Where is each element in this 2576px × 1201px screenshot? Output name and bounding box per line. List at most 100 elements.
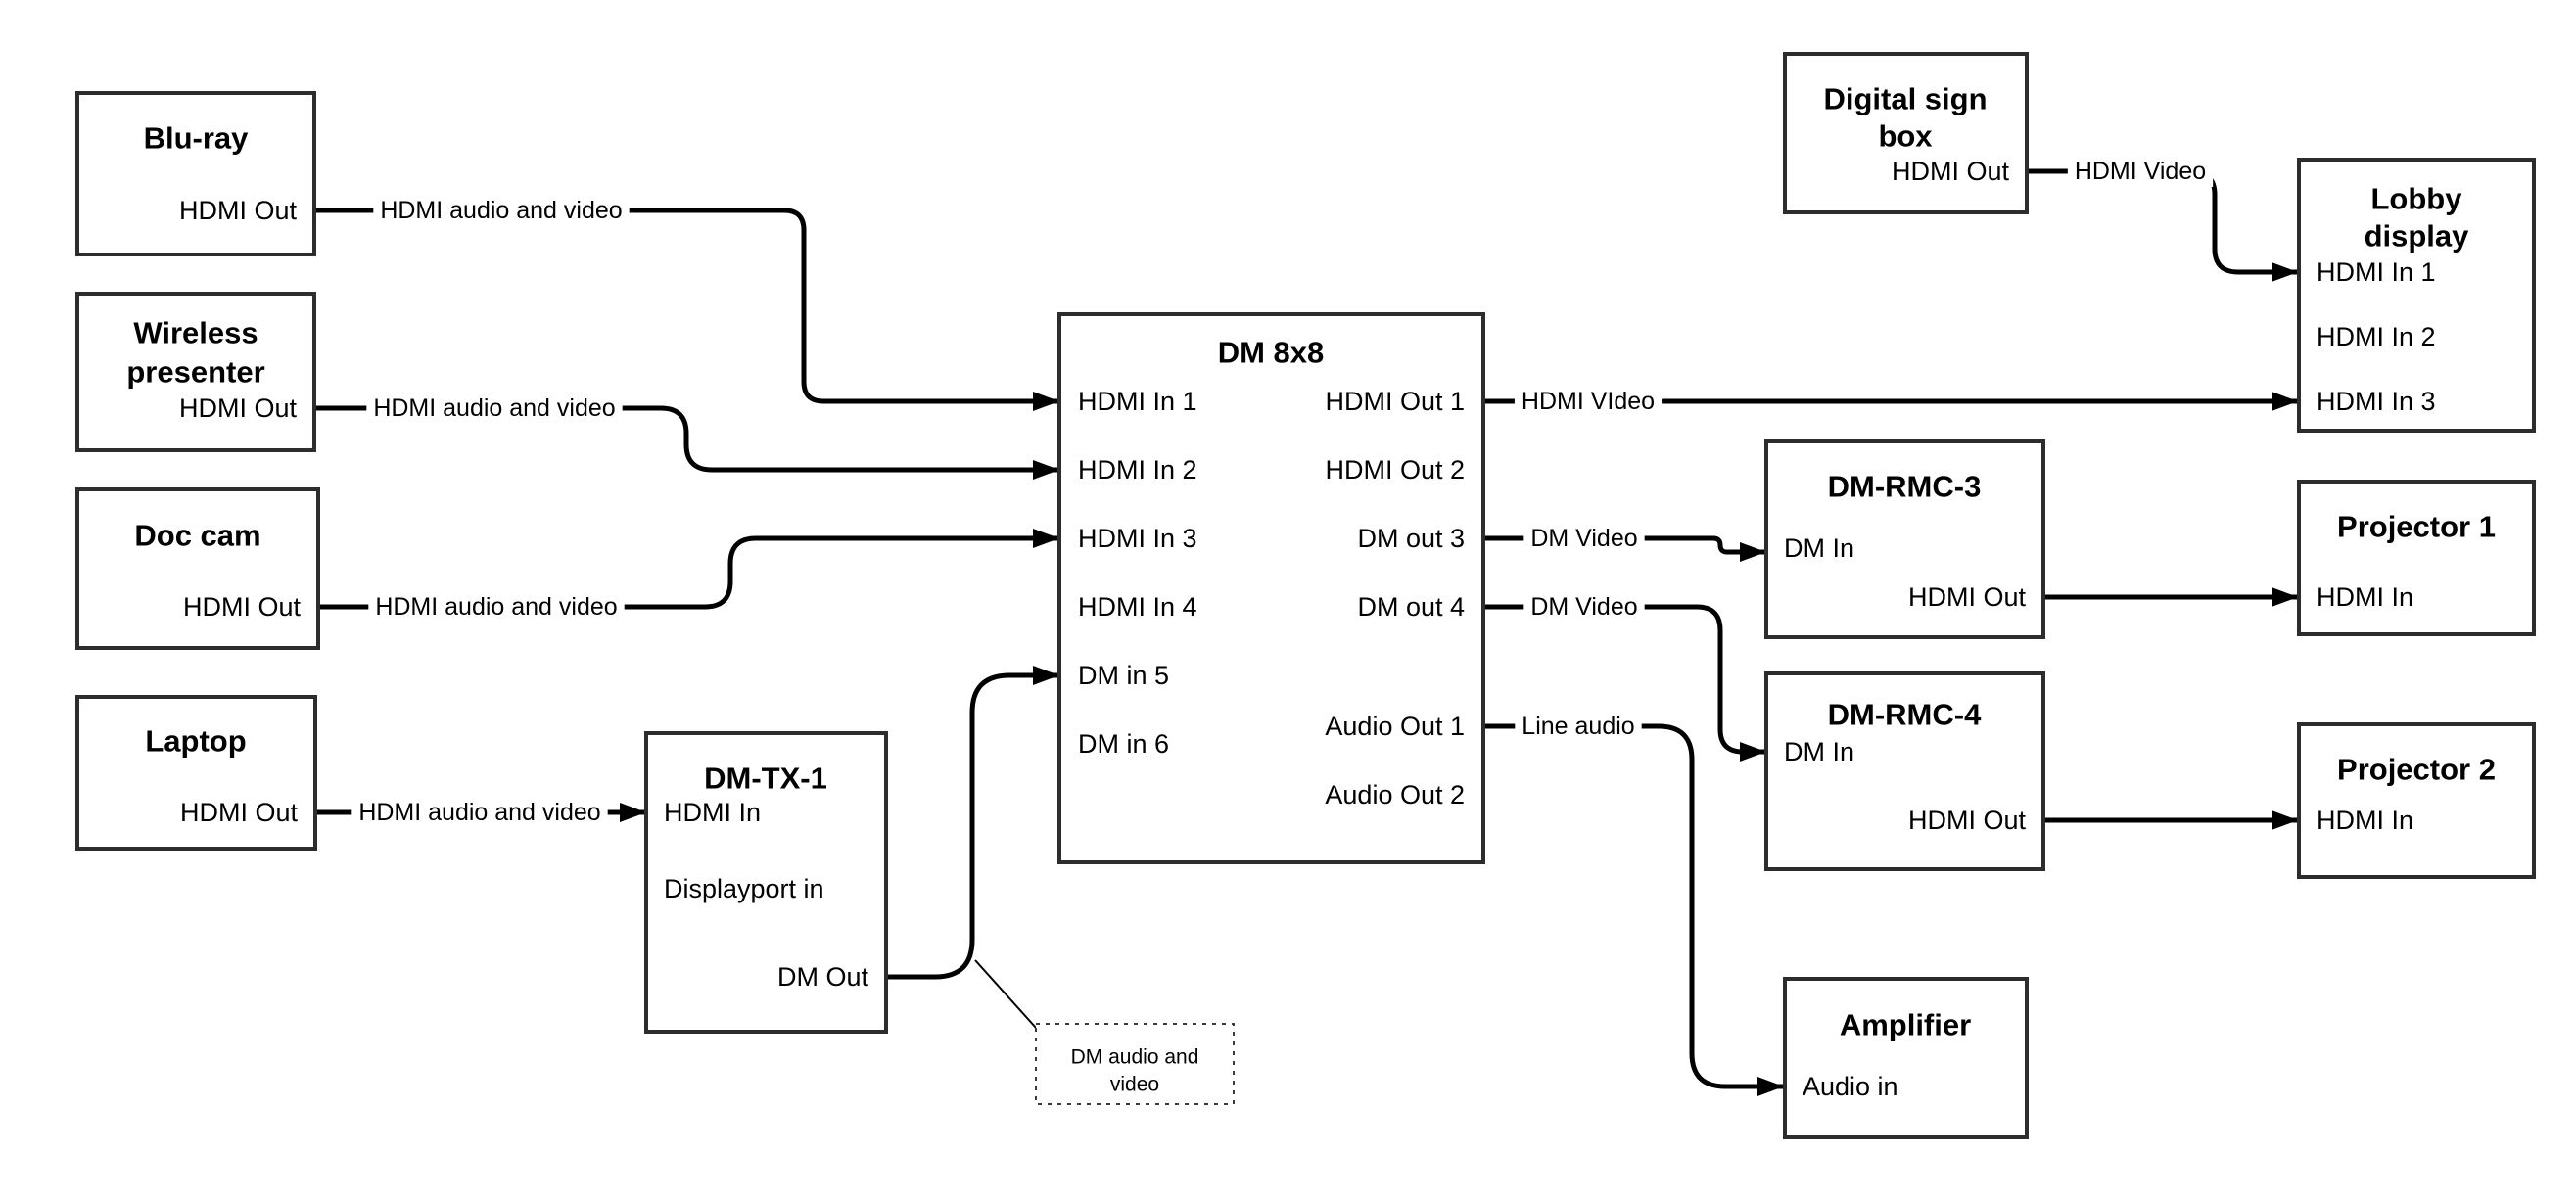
edge-doc-cam-to-dm-8x8-in3-label: HDMI audio and video: [375, 593, 617, 621]
node-blu-ray-port-hdmi-out: HDMI Out: [179, 196, 298, 225]
node-dm-8x8-port-audio-out-1: Audio Out 1: [1325, 712, 1465, 741]
node-dm-tx-1-port-hdmi-in: HDMI In: [664, 798, 761, 827]
edge-dm-8x8-out4-to-dm-rmc-4-label-bg: [1523, 591, 1645, 623]
node-lobby-display-title-line-1: Lobby: [2371, 182, 2463, 216]
edge-blu-ray-to-dm-8x8-in1-label: HDMI audio and video: [380, 197, 622, 224]
edge-dm-8x8-out3-to-dm-rmc-3[interactable]: [1483, 535, 1766, 562]
node-digital-sign-box-box[interactable]: [1783, 52, 2029, 214]
node-blu-ray-box[interactable]: [75, 91, 316, 256]
node-lobby-display-box[interactable]: [2297, 158, 2536, 433]
node-dm-tx-1-box[interactable]: [644, 731, 888, 1034]
node-dm-8x8-port-dm-in-6: DM in 6: [1078, 729, 1169, 759]
edge-wireless-to-dm-8x8-in2[interactable]: [314, 405, 1059, 480]
node-dm-rmc-4-title-line-1: DM-RMC-4: [1828, 698, 1982, 732]
edge-dm-tx-1-to-dm-8x8-in5[interactable]: [886, 666, 1059, 980]
note-box[interactable]: [1035, 1023, 1235, 1105]
node-projector-1-title-line-1: Projector 1: [2337, 510, 2496, 544]
node-dm-rmc-4-port-dm-in: DM In: [1784, 737, 1854, 766]
node-doc-cam-port-hdmi-out: HDMI Out: [183, 592, 302, 622]
edge-dm-8x8-out3-to-dm-rmc-3-label-bg: [1523, 523, 1645, 554]
node-dm-8x8-port-hdmi-out-2: HDMI Out 2: [1325, 455, 1465, 485]
edge-dm-8x8-audio1-to-amplifier-label-bg: [1515, 711, 1642, 742]
node-amplifier-port-audio-in: Audio in: [1803, 1072, 1898, 1101]
node-dm-8x8-port-dm-in-5: DM in 5: [1078, 661, 1169, 690]
edge-wireless-to-dm-8x8-in2-label-bg: [366, 393, 623, 424]
node-dm-8x8-port-dm-out-4: DM out 4: [1357, 592, 1465, 622]
node-laptop-title-line-1: Laptop: [145, 724, 246, 759]
note-dm-audio-video-note: DM audio and video: [974, 959, 1235, 1105]
node-projector-1: Projector 1 HDMI In: [2297, 480, 2536, 636]
edge-dm-8x8-audio1-to-amplifier[interactable]: [1483, 723, 1784, 1096]
note-text-line-1: DM audio and: [1071, 1046, 1199, 1069]
edge-dm-8x8-out1-to-lobby-in3-label: HDMI VIdeo: [1522, 388, 1655, 415]
node-dm-8x8-port-hdmi-out-1: HDMI Out 1: [1325, 387, 1465, 416]
node-dm-rmc-3-port-hdmi-out: HDMI Out: [1908, 582, 2027, 612]
edge-laptop-to-dm-tx-1-label-bg: [351, 797, 608, 828]
node-lobby-display-title-line-2: display: [2365, 219, 2470, 254]
node-amplifier-title-line-1: Amplifier: [1840, 1008, 1971, 1042]
node-dm-8x8-port-hdmi-in-1: HDMI In 1: [1078, 387, 1197, 416]
edge-doc-cam-to-dm-8x8-in3[interactable]: [318, 529, 1059, 610]
edge-blu-ray-to-dm-8x8-in1-label-bg: [373, 195, 630, 226]
node-dm-rmc-3-box[interactable]: [1764, 439, 2045, 639]
node-blu-ray-title-line-1: Blu-ray: [144, 121, 250, 156]
node-dm-rmc-3-port-dm-in: DM In: [1784, 533, 1854, 563]
node-digital-sign-box-title-line-1: Digital sign: [1823, 82, 1987, 116]
node-lobby-display-port-hdmi-in-3: HDMI In 3: [2317, 387, 2436, 416]
edge-dm-8x8-out4-to-dm-rmc-4-label: DM Video: [1530, 593, 1637, 621]
node-dm-rmc-3-title-line-1: DM-RMC-3: [1828, 470, 1982, 504]
node-wireless-presenter-title-line-2: presenter: [126, 355, 264, 390]
node-dm-tx-1-title-line-1: DM-TX-1: [704, 762, 827, 796]
node-projector-2-box[interactable]: [2297, 722, 2536, 879]
node-amplifier-box[interactable]: [1783, 977, 2029, 1139]
node-lobby-display-port-hdmi-in-1: HDMI In 1: [2317, 257, 2436, 287]
node-dm-8x8-port-hdmi-in-3: HDMI In 3: [1078, 524, 1197, 553]
node-laptop-port-hdmi-out: HDMI Out: [180, 798, 299, 827]
node-projector-2-title-line-1: Projector 2: [2337, 753, 2496, 787]
node-dm-tx-1-port-displayport-in: Displayport in: [664, 874, 824, 903]
node-projector-1-box[interactable]: [2297, 480, 2536, 636]
node-digital-sign-box-port-hdmi-out: HDMI Out: [1892, 157, 2010, 186]
note-leader-line: [974, 959, 1037, 1029]
edge-laptop-to-dm-tx-1-label: HDMI audio and video: [358, 799, 600, 826]
node-wireless-presenter-title-line-1: Wireless: [133, 316, 258, 350]
node-doc-cam-box[interactable]: [75, 487, 320, 650]
node-dm-tx-1-port-dm-out: DM Out: [777, 962, 869, 992]
node-wireless-presenter-box[interactable]: [75, 292, 316, 452]
node-doc-cam-title-line-1: Doc cam: [134, 519, 260, 553]
node-laptop-box[interactable]: [75, 695, 317, 851]
edge-dm-8x8-out3-to-dm-rmc-3-label: DM Video: [1530, 525, 1637, 552]
node-dm-8x8-box[interactable]: [1057, 312, 1485, 864]
node-dm-rmc-4-box[interactable]: [1764, 671, 2045, 871]
node-dm-rmc-4-port-hdmi-out: HDMI Out: [1908, 806, 2027, 835]
edge-sign-box-to-lobby-in1-label-bg: [2067, 156, 2214, 187]
edge-dm-8x8-out4-to-dm-rmc-4[interactable]: [1483, 604, 1766, 762]
node-lobby-display-port-hdmi-in-2: HDMI In 2: [2317, 322, 2436, 351]
node-dm-rmc-3: DM-RMC-3 DM In HDMI Out: [1764, 439, 2045, 639]
node-dm-8x8-port-dm-out-3: DM out 3: [1357, 524, 1465, 553]
edge-sign-box-to-lobby-in1-label: HDMI Video: [2075, 158, 2206, 185]
edge-doc-cam-to-dm-8x8-in3-label-bg: [368, 591, 625, 623]
node-dm-8x8-port-audio-out-2: Audio Out 2: [1325, 780, 1465, 809]
edge-blu-ray-to-dm-8x8-in1[interactable]: [314, 208, 1059, 411]
node-dm-8x8-port-hdmi-in-2: HDMI In 2: [1078, 455, 1197, 485]
node-projector-1-port-hdmi-in: HDMI In: [2317, 582, 2413, 612]
edge-dm-8x8-audio1-to-amplifier-label: Line audio: [1522, 713, 1634, 740]
edge-dm-8x8-out1-to-lobby-in3-label-bg: [1514, 386, 1663, 417]
node-dm-rmc-4: DM-RMC-4 DM In HDMI Out: [1764, 671, 2045, 871]
node-digital-sign-box-title-line-2: box: [1878, 119, 1933, 154]
node-dm-8x8-port-hdmi-in-4: HDMI In 4: [1078, 592, 1197, 622]
note-text-line-2: video: [1110, 1074, 1159, 1096]
